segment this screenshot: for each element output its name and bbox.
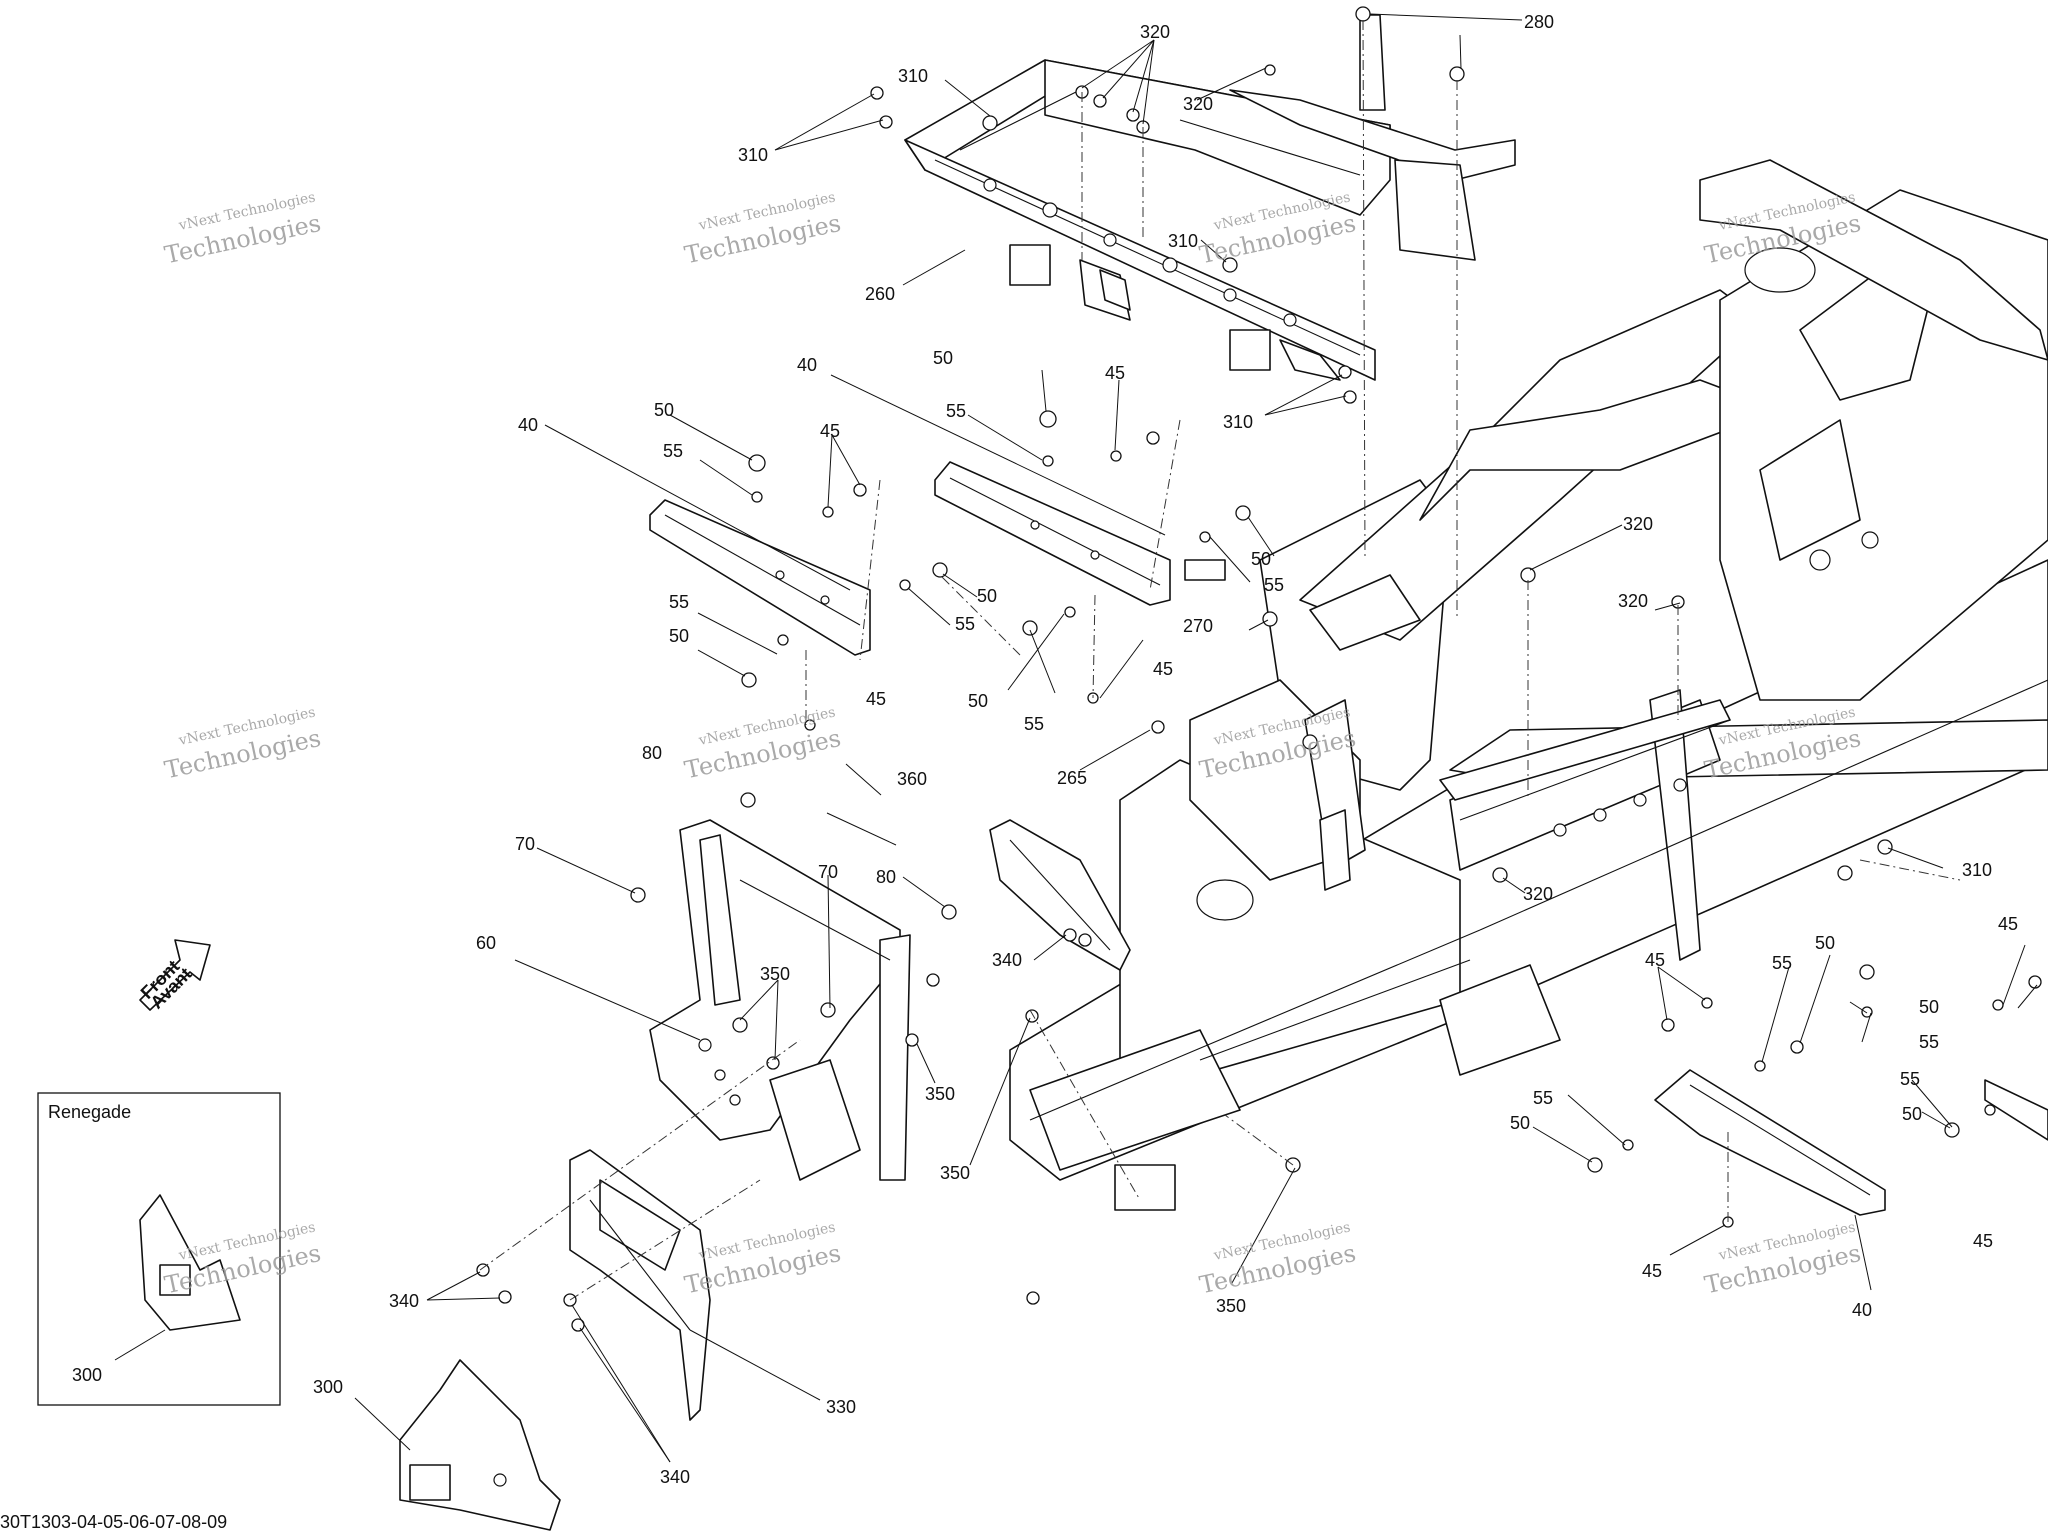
front-bumper-support-60: [649, 819, 911, 1181]
callout-label: 265: [1057, 768, 1087, 788]
callout-label: 55: [1024, 714, 1044, 734]
callout-label: 350: [925, 1084, 955, 1104]
hardware: [476, 6, 2042, 1332]
callout-label: 80: [876, 867, 896, 887]
callout-label: 50: [1919, 997, 1939, 1017]
callout-label: 40: [518, 415, 538, 435]
callout-label: 45: [820, 421, 840, 441]
callout-label: 340: [389, 1291, 419, 1311]
footrest-bracket-40-left: [649, 499, 871, 656]
callout-label: 310: [1168, 231, 1198, 251]
callout-label: 40: [797, 355, 817, 375]
bracket-360: [989, 819, 1131, 971]
callout-label: 50: [933, 348, 953, 368]
callout-label: 350: [760, 964, 790, 984]
callout-label: 320: [1523, 884, 1553, 904]
renegade-inset: [37, 1092, 281, 1406]
callout-label: 40: [1852, 1300, 1872, 1320]
callout-label: 270: [1183, 616, 1213, 636]
callout-label: 320: [1623, 514, 1653, 534]
callout-label: 60: [476, 933, 496, 953]
callout-label: 50: [669, 626, 689, 646]
diagram-id: 30T1303-04-05-06-07-08-09: [0, 1512, 227, 1532]
callout-label: 50: [1815, 933, 1835, 953]
callout-label: 55: [955, 614, 975, 634]
callout-label: 50: [1510, 1113, 1530, 1133]
callout-label: 300: [313, 1377, 343, 1397]
callout-label: 80: [642, 743, 662, 763]
callout-label: 55: [1919, 1032, 1939, 1052]
callout-label: 50: [977, 586, 997, 606]
inset-title: Renegade: [48, 1102, 131, 1122]
callout-label: 45: [1153, 659, 1173, 679]
callout-labels: 320 280 310 310 320 310 260 310 40 50 55…: [72, 12, 2018, 1487]
leader-lines: [114, 13, 2038, 1463]
callout-label: 310: [738, 145, 768, 165]
callout-label: 45: [1645, 950, 1665, 970]
callout-label: 350: [940, 1163, 970, 1183]
callout-label: 55: [946, 401, 966, 421]
main-chassis-frame: [1009, 159, 2048, 1211]
callout-label: 260: [865, 284, 895, 304]
rear-rack-frame-260: [904, 14, 1516, 381]
callout-label: 55: [1264, 575, 1284, 595]
callout-label: 350: [1216, 1296, 1246, 1316]
footrest-bracket-40-middle: [934, 461, 1171, 606]
callout-label: 55: [663, 441, 683, 461]
callout-label: 45: [1973, 1231, 1993, 1251]
callout-label: 45: [1998, 914, 2018, 934]
callout-label: 70: [515, 834, 535, 854]
callout-label: 340: [660, 1467, 690, 1487]
callout-label: 50: [654, 400, 674, 420]
front-direction-arrow: [139, 939, 211, 1011]
footrest-bracket-40-right: [1654, 1069, 2048, 1216]
callout-label: 50: [1902, 1104, 1922, 1124]
callout-label: 70: [818, 862, 838, 882]
callout-label: 55: [1533, 1088, 1553, 1108]
bracket-330: [569, 1149, 711, 1421]
callout-label: 310: [1223, 412, 1253, 432]
callout-label: 340: [992, 950, 1022, 970]
callout-label: 50: [968, 691, 988, 711]
callout-label: 50: [1251, 549, 1271, 569]
callout-label: 45: [1642, 1261, 1662, 1281]
callout-label: 55: [669, 592, 689, 612]
callout-label: 320: [1183, 94, 1213, 114]
hitch-bracket-300: [399, 1359, 561, 1531]
callout-label: 310: [1962, 860, 1992, 880]
callout-label: 330: [826, 1397, 856, 1417]
callout-label: 45: [1105, 363, 1125, 383]
callout-label: 300: [72, 1365, 102, 1385]
callout-label: 320: [1140, 22, 1170, 42]
callout-label: 280: [1524, 12, 1554, 32]
assembly-lines: [479, 19, 1961, 1301]
callout-label: 55: [1900, 1069, 1920, 1089]
callout-label: 360: [897, 769, 927, 789]
callout-label: 55: [1772, 953, 1792, 973]
callout-label: 320: [1618, 591, 1648, 611]
callout-label: 45: [866, 689, 886, 709]
callout-label: 310: [898, 66, 928, 86]
